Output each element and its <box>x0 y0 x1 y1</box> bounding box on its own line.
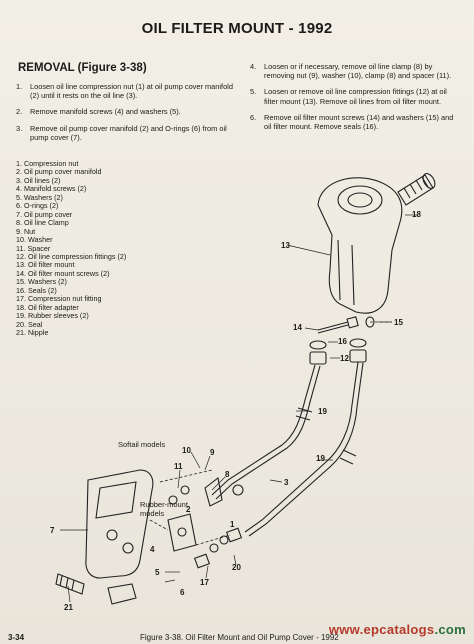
watermark-tld: .com <box>434 622 466 637</box>
step-item: 6. Remove oil filter mount screws (14) an… <box>250 113 462 131</box>
step-item: 4. Loosen or if necessary, remove oil lin… <box>250 62 462 80</box>
diagram-label-11: 11 <box>174 462 183 471</box>
parts-legend-item: 5. Washers (2) <box>16 192 63 202</box>
softail-models-callout: Softail models <box>118 440 166 449</box>
oil-pump-cover-shape <box>85 469 154 579</box>
parts-legend-item: 2. Oil pump cover manifold <box>16 167 102 177</box>
parts-legend-item: 14. Oil filter mount screws (2) <box>16 268 110 278</box>
seal-shape <box>309 340 327 350</box>
diagram-label-14: 14 <box>293 323 302 332</box>
step-number: 5. <box>250 87 257 97</box>
diagram-label-6: 6 <box>180 588 185 597</box>
page-title: OIL FILTER MOUNT - 1992 <box>141 20 333 37</box>
parts-legend-item: 3. Oil lines (2) <box>16 175 61 185</box>
mount-screw-shape <box>317 321 349 331</box>
removal-steps-left: 1. Loosen oil line compression nut (1) at… <box>16 82 241 149</box>
diagram-label-7: 7 <box>50 526 55 535</box>
parts-legend-item: 13. Oil filter mount <box>16 260 75 270</box>
diagram-label-8: 8 <box>225 470 230 479</box>
parts-legend-item: 18. Oil filter adapter <box>16 302 79 312</box>
nipple-shape <box>55 573 85 595</box>
diagram-label-12: 12 <box>340 354 349 363</box>
compression-nut-fitting-shape <box>193 553 211 569</box>
parts-legend: 1. Compression nut 2. Oil pump cover man… <box>16 159 206 338</box>
compression-fitting-shape <box>309 351 327 365</box>
parts-legend-item: 9. Nut <box>16 226 36 236</box>
step-text: Remove oil pump cover manifold (2) and O… <box>30 123 227 142</box>
diagram-label-9: 9 <box>210 448 215 457</box>
diagram-label-3: 3 <box>284 478 289 487</box>
step-number: 4. <box>250 62 257 71</box>
diagram-label-16: 16 <box>338 337 347 346</box>
step-number: 6. <box>250 112 257 122</box>
diagram-label-1: 1 <box>230 520 235 529</box>
parts-legend-item: 16. Seals (2) <box>16 285 57 295</box>
diagram-label-15: 15 <box>394 318 403 327</box>
watermark: www.epcatalogs.com <box>329 622 466 637</box>
diagram-label-5: 5 <box>155 568 160 577</box>
parts-legend-item: 19. Rubber sleeves (2) <box>16 311 89 321</box>
parts-legend-item: 6. O-rings (2) <box>16 201 59 211</box>
parts-legend-item: 10. Washer <box>16 235 53 245</box>
parts-legend-item: 20. Seal <box>16 319 43 329</box>
diagram-label-13: 13 <box>281 241 290 250</box>
o-ring-shape <box>209 543 219 553</box>
step-item: 5. Loosen or remove oil line compression … <box>250 87 462 105</box>
section-title: REMOVAL (Figure 3-38) <box>18 62 147 74</box>
watermark-main: www.epcatalogs <box>328 622 435 637</box>
step-text: Loosen oil line compression nut (1) at o… <box>30 82 233 101</box>
step-number: 1. <box>16 82 23 91</box>
parts-legend-item: 7. Oil pump cover <box>16 209 73 219</box>
parts-legend-item: 11. Spacer <box>16 243 51 253</box>
parts-legend-item: 12. Oil line compression fittings (2) <box>16 251 127 261</box>
step-text: Remove manifold screws (4) and washers (… <box>30 107 181 117</box>
diagram-label-17: 17 <box>200 578 209 587</box>
step-item: 2. Remove manifold screws (4) and washers… <box>16 107 241 116</box>
mount-bore-shape <box>337 185 383 215</box>
filter-adapter-shape <box>397 174 434 206</box>
parts-legend-item: 1. Compression nut <box>16 159 79 168</box>
diagram-label-21: 21 <box>64 603 73 612</box>
washer-shape <box>365 316 375 328</box>
oil-filter-mount-shape <box>317 177 403 314</box>
step-number: 3. <box>16 123 23 133</box>
diagram-label-20: 20 <box>232 563 241 572</box>
pump-cover-manifold-shape <box>167 513 197 552</box>
parts-legend-item: 15. Washers (2) <box>16 277 67 287</box>
step-text: Loosen or remove oil line compression fi… <box>264 87 447 106</box>
oil-line-shape <box>244 361 359 533</box>
parts-legend-item: 4. Manifold screws (2) <box>16 184 87 194</box>
parts-legend-item: 17. Compression nut fitting <box>16 294 102 304</box>
figure-caption: Figure 3-38. Oil Filter Mount and Oil Pu… <box>140 633 339 642</box>
diagram-label-19-upper: 19 <box>318 407 327 416</box>
step-text: Loosen or if necessary, remove oil line … <box>264 62 452 81</box>
removal-steps-right: 4. Loosen or if necessary, remove oil lin… <box>250 62 462 138</box>
clamp-nut-shape <box>180 485 190 495</box>
parts-legend-item: 8. Oil line Clamp <box>16 218 69 228</box>
step-item: 3. Remove oil pump cover manifold (2) and… <box>16 124 241 142</box>
step-text: Remove oil filter mount screws (14) and … <box>264 112 454 132</box>
diagram-label-2: 2 <box>186 505 191 514</box>
step-number: 2. <box>16 107 23 117</box>
diagram-label-19-lower: 19 <box>316 454 325 463</box>
page-number: 3-34 <box>8 633 25 642</box>
diagram-label-18: 18 <box>412 210 421 219</box>
parts-legend-item: 21. Nipple <box>16 328 49 338</box>
step-item: 1. Loosen oil line compression nut (1) at… <box>16 82 241 100</box>
rubber-mount-models-callout: Rubber-mount models <box>140 500 188 518</box>
diagram-label-4: 4 <box>150 545 155 554</box>
diagram-label-10: 10 <box>182 446 191 455</box>
